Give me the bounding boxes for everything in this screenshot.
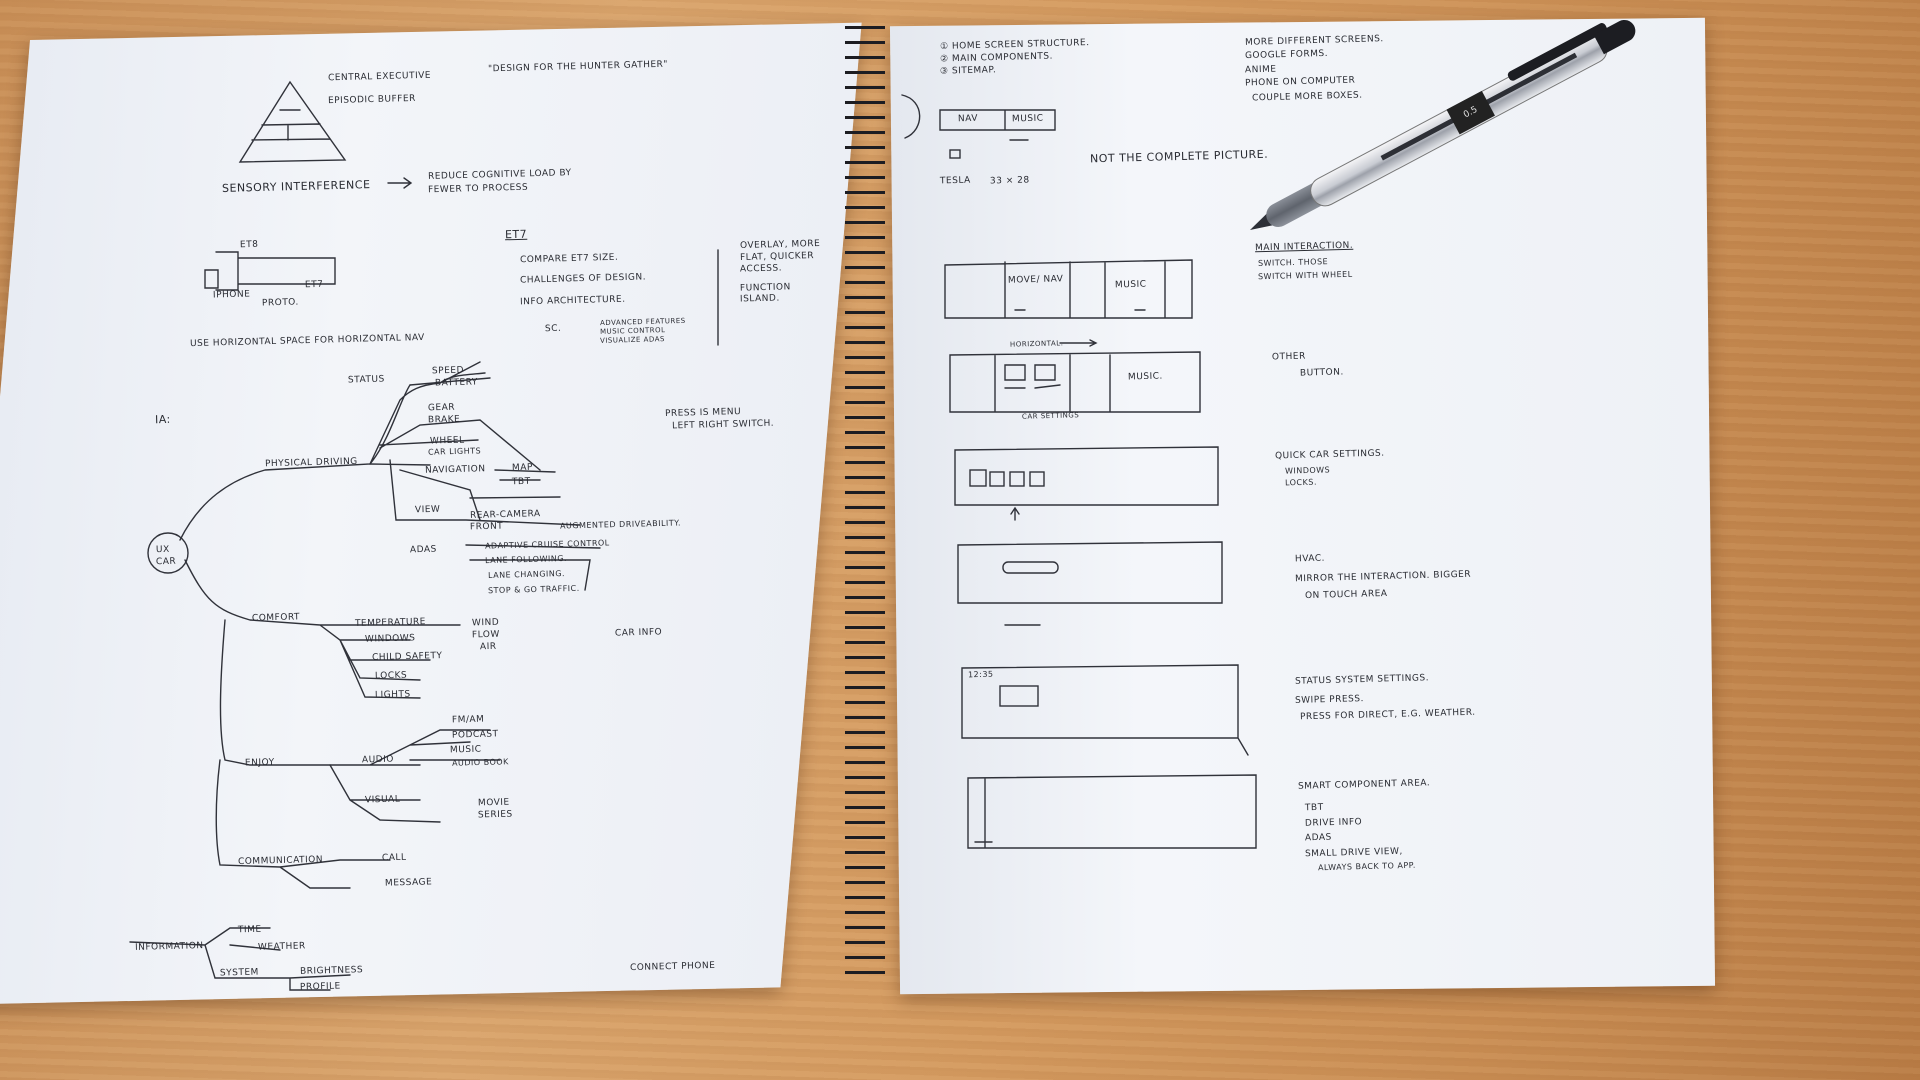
quick-windows: WINDOWS <box>1284 465 1331 476</box>
phone-iphone-label: IPHONE <box>212 289 251 301</box>
horizontal-label: HORIZONTAL. <box>1009 339 1064 349</box>
car-settings-label: CAR SETTINGS <box>1021 411 1080 421</box>
spiral-binding <box>845 20 885 980</box>
press-note-1: PRESS IS MENU <box>664 407 742 419</box>
hvac-note: HVAC. <box>1294 553 1326 565</box>
audio-fm-am: FM/AM <box>451 714 485 726</box>
frame5-time: 12:35 <box>967 669 994 680</box>
sc-sub-3: VISUALIZE ADAS <box>599 335 665 345</box>
branch-visual: VISUAL <box>364 794 401 806</box>
function-island-1: FUNCTION <box>739 282 791 294</box>
phone-proto-label: PROTO. <box>261 297 299 309</box>
tesla-label: TESLA <box>939 175 971 187</box>
branch-comfort: COMFORT <box>251 612 301 624</box>
mini-bar-music: MUSIC <box>1011 113 1044 125</box>
pencil-end-cap <box>1593 16 1640 55</box>
ia-label: IA: <box>154 412 171 427</box>
status-car-lights: CAR LIGHTS <box>427 446 482 457</box>
nav-map: MAP <box>511 462 533 474</box>
visual-movie: MOVIE <box>477 797 510 809</box>
et7-item-4: SC. <box>544 323 562 335</box>
status-wheel: WHEEL <box>429 435 465 447</box>
branch-status: STATUS <box>347 374 385 386</box>
smart-adas: ADAS <box>1304 832 1332 844</box>
comfort-locks: LOCKS <box>374 670 408 682</box>
visual-series: SERIES <box>477 809 513 821</box>
comfort-lights: LIGHTS <box>374 689 411 701</box>
branch-enjoy: ENJOY <box>244 757 275 769</box>
mini-bar-nav: NAV <box>957 113 979 125</box>
todo-3: ANIME <box>1244 64 1277 76</box>
comm-call: CALL <box>381 852 407 864</box>
temp-air: AIR <box>479 641 497 653</box>
step-3: ③ SITEMAP. <box>939 65 997 77</box>
view-front: FRONT <box>469 521 504 533</box>
status-speed: SPEED <box>431 365 465 377</box>
system-brightness: BRIGHTNESS <box>299 965 364 977</box>
branch-navigation: NAVIGATION <box>424 464 486 476</box>
branch-system: SYSTEM <box>219 967 259 979</box>
status-battery: BATTERY <box>434 377 478 389</box>
overlay-note-1: OVERLAY, MORE <box>739 238 821 252</box>
audio-book: AUDIO BOOK <box>451 757 509 768</box>
status-gear: GEAR <box>427 402 456 414</box>
smart-drive-info: DRIVE INFO <box>1304 817 1363 829</box>
other-note: OTHER <box>1271 351 1306 363</box>
comfort-windows: WINDOWS <box>364 633 416 645</box>
status-brake: BRAKE <box>427 414 461 426</box>
main-interaction-1: SWITCH. THOSE <box>1257 257 1329 268</box>
comfort-child-safety: CHILD SAFETY <box>371 651 443 663</box>
et7-title: ET7 <box>504 227 528 242</box>
audio-podcast: PODCAST <box>451 729 499 741</box>
smart-tbt: TBT <box>1304 802 1324 814</box>
view-rear-camera: REAR-CAMERA <box>469 509 541 521</box>
audio-music: MUSIC <box>449 744 482 756</box>
car-info-note: CAR INFO <box>614 627 663 639</box>
nav-tbt: TBT <box>511 476 531 488</box>
temp-flow: FLOW <box>471 629 500 641</box>
branch-adas: ADAS <box>409 544 437 556</box>
comfort-temperature: TEMPERATURE <box>354 617 427 629</box>
branch-information: INFORMATION <box>134 941 204 953</box>
phone-et7-label: ET7 <box>304 279 324 291</box>
frame1-move-nav: MOVE/ NAV <box>1007 274 1064 286</box>
info-time: TIME <box>237 924 262 936</box>
swipe-note: SWIPE PRESS. <box>1294 694 1365 706</box>
temp-wind: WIND <box>471 617 500 629</box>
system-profile: PROFILE <box>299 981 341 993</box>
overlay-note-2: FLAT, QUICKER <box>739 251 815 263</box>
info-weather: WEATHER <box>257 941 306 953</box>
quick-locks: LOCKS. <box>1284 477 1318 488</box>
comm-message: MESSAGE <box>384 877 433 889</box>
button-note: BUTTON. <box>1299 367 1344 379</box>
phone-et8-label: ET8 <box>239 239 259 251</box>
frame1-music: MUSIC <box>1114 279 1147 291</box>
right-notebook-page <box>889 17 1716 995</box>
branch-view: VIEW <box>414 504 441 516</box>
tesla-size: 33 × 28 <box>989 175 1030 187</box>
root-ux: UX <box>155 544 170 556</box>
function-island-2: ISLAND. <box>739 293 780 305</box>
branch-audio: AUDIO <box>361 754 395 766</box>
root-car: CAR <box>155 556 177 568</box>
frame2-music: MUSIC. <box>1127 371 1163 383</box>
overlay-note-3: ACCESS. <box>739 263 783 275</box>
